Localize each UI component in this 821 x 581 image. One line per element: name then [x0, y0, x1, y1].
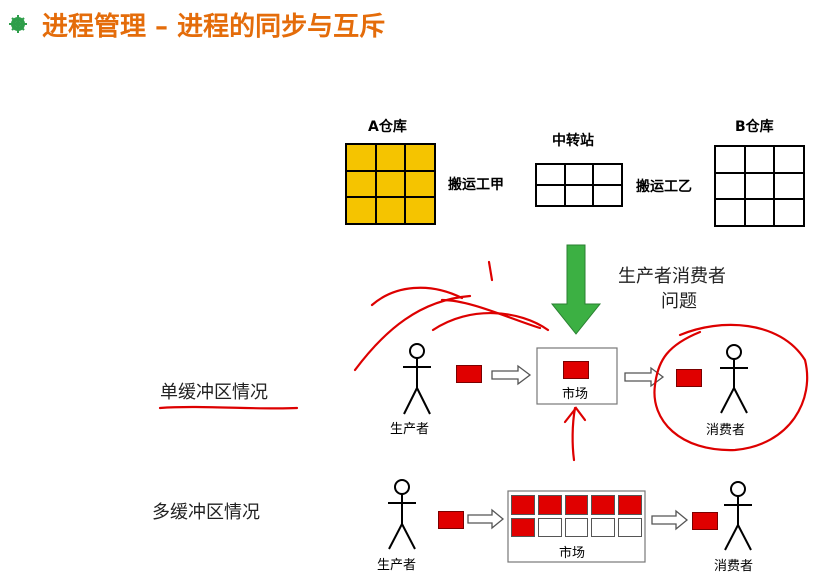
- single-producer-label: 生产者: [390, 422, 430, 437]
- warehouse-b-cell: [715, 146, 745, 173]
- single-market-item: [563, 361, 589, 379]
- warehouse-b-cell: [744, 146, 775, 173]
- warehouse-a-cell: [346, 144, 376, 171]
- transfer-cell: [536, 164, 565, 185]
- transfer-cell: [593, 164, 622, 185]
- warehouse-a-label: A仓库: [368, 119, 407, 135]
- transfer-cell: [564, 164, 594, 185]
- multi-buffer-label: 多缓冲区情况: [152, 502, 260, 523]
- buffer-slot-full: [618, 495, 642, 515]
- multi-consumer-label: 消费者: [714, 559, 754, 574]
- multi-item-consumed: [692, 512, 718, 530]
- buffer-slot-empty: [564, 517, 589, 537]
- single-item-consumed: [676, 369, 702, 387]
- handwritten-annotations: [158, 260, 809, 462]
- warehouse-b-cell: [774, 199, 804, 226]
- transfer-cell: [564, 185, 594, 206]
- transfer-grid: [535, 163, 623, 207]
- title-bullet-icon: [9, 15, 27, 33]
- producer-figure-multi: [388, 479, 416, 550]
- multi-market-slots: [511, 495, 642, 537]
- buffer-slot-empty: [591, 517, 616, 537]
- problem-line-2: 问题: [661, 291, 697, 312]
- hollow-arrow-icon: [624, 366, 665, 388]
- warehouse-a-cell: [405, 197, 435, 224]
- warehouse-b-cell: [715, 172, 745, 200]
- consumer-figure-multi: [724, 481, 752, 551]
- problem-line-1: 生产者消费者: [618, 266, 726, 287]
- buffer-slot-full: [511, 495, 535, 515]
- multi-producer-label: 生产者: [377, 558, 417, 573]
- warehouse-a-cell: [375, 144, 406, 171]
- warehouse-b-cell: [744, 199, 775, 226]
- warehouse-a-cell: [346, 170, 376, 198]
- hollow-arrow-icon: [491, 364, 532, 386]
- porter-2-label: 搬运工乙: [636, 179, 692, 195]
- buffer-slot-full: [591, 495, 616, 515]
- porter-1-label: 搬运工甲: [448, 177, 504, 193]
- warehouse-b-cell: [774, 146, 804, 173]
- warehouse-b-cell: [715, 199, 745, 226]
- multi-item-produced: [438, 511, 464, 529]
- buffer-slot-full: [511, 517, 535, 537]
- hollow-arrow-icon: [651, 509, 689, 531]
- buffer-slot-full: [537, 495, 562, 515]
- hollow-arrow-icon: [467, 508, 505, 530]
- multi-market-label: 市场: [559, 546, 586, 561]
- transfer-label: 中转站: [552, 133, 594, 149]
- buffer-slot-empty: [537, 517, 562, 537]
- warehouse-b-cell: [744, 172, 775, 200]
- transfer-cell: [536, 185, 565, 206]
- warehouse-a-cell: [375, 170, 406, 198]
- warehouse-b-label: B仓库: [735, 119, 774, 135]
- buffer-slot-full: [564, 495, 589, 515]
- warehouse-a-cell: [346, 197, 376, 224]
- producer-figure-single: [403, 343, 431, 415]
- warehouse-b-cell: [774, 172, 804, 200]
- warehouse-a-cell: [405, 144, 435, 171]
- single-market-label: 市场: [562, 387, 589, 402]
- consumer-figure-single: [720, 344, 748, 414]
- warehouse-a-cell: [375, 197, 406, 224]
- page-title: 进程管理 – 进程的同步与互斥: [42, 12, 386, 42]
- transfer-cell: [593, 185, 622, 206]
- warehouse-b-grid: [714, 145, 805, 227]
- buffer-slot-empty: [618, 517, 642, 537]
- single-consumer-label: 消费者: [706, 423, 746, 438]
- warehouse-a-cell: [405, 170, 435, 198]
- warehouse-a-grid: [345, 143, 436, 225]
- single-buffer-label: 单缓冲区情况: [160, 382, 268, 403]
- down-arrow-icon: [550, 244, 602, 335]
- single-item-produced: [456, 365, 482, 383]
